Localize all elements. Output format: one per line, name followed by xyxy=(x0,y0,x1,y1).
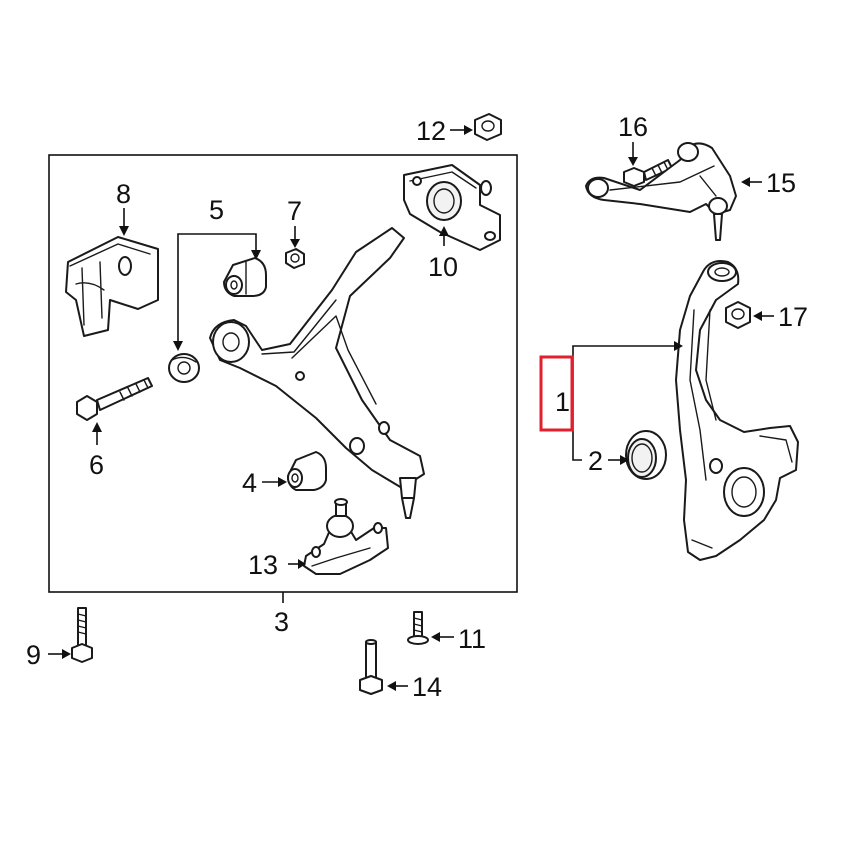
callout-13[interactable]: 13 xyxy=(248,550,278,580)
part-4-bushing[interactable] xyxy=(287,451,327,491)
callout-4[interactable]: 4 xyxy=(242,468,257,498)
callout-3[interactable]: 3 xyxy=(274,607,289,637)
callout-17[interactable]: 17 xyxy=(778,302,808,332)
part-13-ball-joint[interactable] xyxy=(303,498,389,575)
part-2-seal[interactable] xyxy=(625,430,667,480)
part-6-bolt[interactable] xyxy=(76,377,153,421)
part-17-nut[interactable] xyxy=(725,301,751,329)
callout-7[interactable]: 7 xyxy=(287,196,302,226)
part-5-bushing-lower[interactable] xyxy=(168,353,200,383)
callout-14[interactable]: 14 xyxy=(412,672,442,702)
highlight-box xyxy=(539,355,574,432)
lower-control-arm[interactable] xyxy=(209,227,425,519)
part-8-bracket[interactable] xyxy=(65,236,159,337)
part-7-nut[interactable] xyxy=(285,248,305,269)
part-11-screw[interactable] xyxy=(407,611,429,645)
part-5-bushing-upper[interactable] xyxy=(223,257,267,297)
part-9-bolt[interactable] xyxy=(71,607,93,663)
callout-1[interactable]: 1 xyxy=(555,387,570,417)
part-14-bolt[interactable] xyxy=(359,639,383,695)
callout-10[interactable]: 10 xyxy=(428,252,458,282)
callout-5[interactable]: 5 xyxy=(209,195,224,225)
callout-16[interactable]: 16 xyxy=(618,112,648,142)
callout-9[interactable]: 9 xyxy=(26,640,41,670)
part-1-steering-knuckle[interactable] xyxy=(675,260,799,561)
callout-6[interactable]: 6 xyxy=(89,450,104,480)
part-12-nut[interactable] xyxy=(474,113,502,141)
callout-15[interactable]: 15 xyxy=(766,168,796,198)
callout-12[interactable]: 12 xyxy=(416,116,446,146)
callout-2[interactable]: 2 xyxy=(588,446,603,476)
callout-11[interactable]: 11 xyxy=(458,624,486,654)
callout-8[interactable]: 8 xyxy=(116,179,131,209)
part-15-upper-arm[interactable] xyxy=(585,142,737,241)
part-10-mount[interactable] xyxy=(403,164,501,251)
